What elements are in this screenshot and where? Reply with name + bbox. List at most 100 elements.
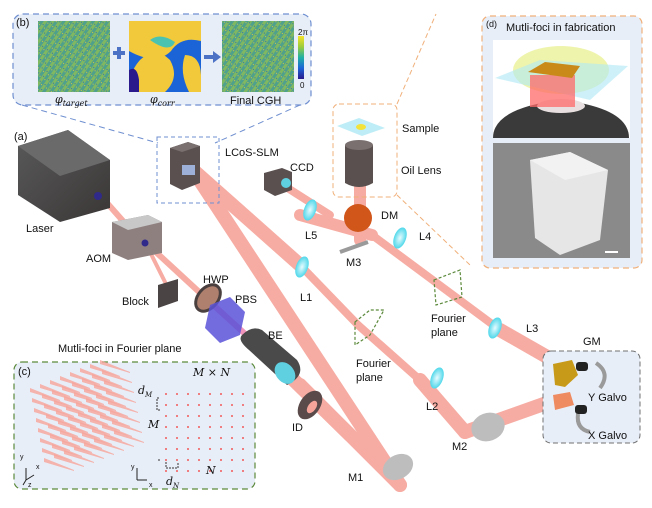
focus-cone [62,440,92,453]
focus-cone [58,420,88,433]
m3-label: M3 [346,257,362,269]
focus-cone [96,394,126,407]
focus-cone [60,430,90,443]
y-galvo-mirror [553,360,578,387]
focus-dot [187,448,189,450]
focus-cone [88,408,118,421]
focus-cone [64,396,94,409]
x-galvo-mirror [553,392,574,410]
x-galvo-motor [575,405,587,414]
focus-cone [70,426,100,439]
axis-2d-y: y [131,464,135,471]
ccd-camera [264,168,292,196]
axis-3d-x: x [36,464,40,471]
fourier-plane-2 [433,269,463,306]
final-cgh-image [222,21,294,92]
lens-l2 [430,367,444,389]
focus-cone [84,388,114,401]
focus-dot [187,393,189,395]
focus-cone [46,414,76,427]
panel-d-title: Mutli-foci in fabrication [506,22,616,34]
focus-cone [68,416,98,429]
gm-label: GM [583,336,601,348]
focus-cone [108,400,138,413]
focus-cone [30,388,60,401]
focus-cone [100,414,130,427]
focus-dot [176,459,178,461]
focus-dot [242,459,244,461]
laser [18,130,110,222]
phi-corr-label: φcorr [150,93,175,109]
focus-dot [165,393,167,395]
lens-l5 [303,199,317,221]
focus-cone [76,402,106,415]
plus-icon [113,47,125,59]
focus-cone [60,376,90,389]
focus-dot [209,459,211,461]
focus-dot [165,415,167,417]
focus-cone [102,424,132,437]
focus-cone [110,410,140,423]
focus-cone [50,434,80,447]
fourier-plane-2-label: Fourier plane [431,313,466,339]
focus-dot [242,426,244,428]
dichroic-mirror [344,204,372,232]
focus-dot [242,404,244,406]
focus-cone [92,374,122,387]
laser-label: Laser [26,223,54,235]
slm-label: LCoS-SLM [225,147,279,159]
focus-dot [176,415,178,417]
focus-cone [86,398,116,411]
objective-oil-lens [332,13,471,266]
grid-size-label: M × N [193,366,231,379]
focus-dot [209,437,211,439]
focus-cone [82,378,112,391]
beam-paths [97,163,587,492]
focus-dot [209,448,211,450]
focus-cone [50,380,80,393]
focus-dot [220,470,222,472]
focus-dot [231,415,233,417]
focus-cone [44,458,74,471]
panel-c-tag: (c) [18,366,31,378]
focus-dot [198,415,200,417]
lenses [295,199,502,389]
ccd-label: CCD [290,162,314,174]
focus-cone [42,394,72,407]
focus-cone [42,448,72,461]
focus-cone [114,430,144,443]
focus-dot [231,404,233,406]
row-spacing-label: dM [138,384,153,400]
focus-cone [104,380,134,393]
focus-dot [220,393,222,395]
phi-corr-pattern [129,21,201,92]
lens-l1 [295,256,309,278]
lens-l3 [488,317,502,339]
focus-cone [92,428,122,441]
panel-d [481,15,643,269]
beam-block [158,279,178,308]
focus-dot [165,426,167,428]
mirror-m1 [382,453,414,481]
y-galvo-motor [576,362,588,371]
x-galvo-label: X Galvo [588,430,628,442]
l4-label: L4 [419,231,432,243]
focus-dot [209,426,211,428]
panel-b [12,13,312,144]
l1-label: L1 [300,292,313,304]
fourier-plane-1 [354,309,386,347]
focus-cone [40,384,70,397]
focus-dot [198,426,200,428]
x-rotation-arrow-icon [575,413,591,434]
focus-dot [165,470,167,472]
focus-dot [176,393,178,395]
focus-dot [198,393,200,395]
focus-dot [165,448,167,450]
focus-dot [220,415,222,417]
galvo-panel [542,350,641,444]
focus-cone [74,446,104,459]
focus-dot [187,415,189,417]
focus-cone [72,436,102,449]
focus-cone [56,410,86,423]
